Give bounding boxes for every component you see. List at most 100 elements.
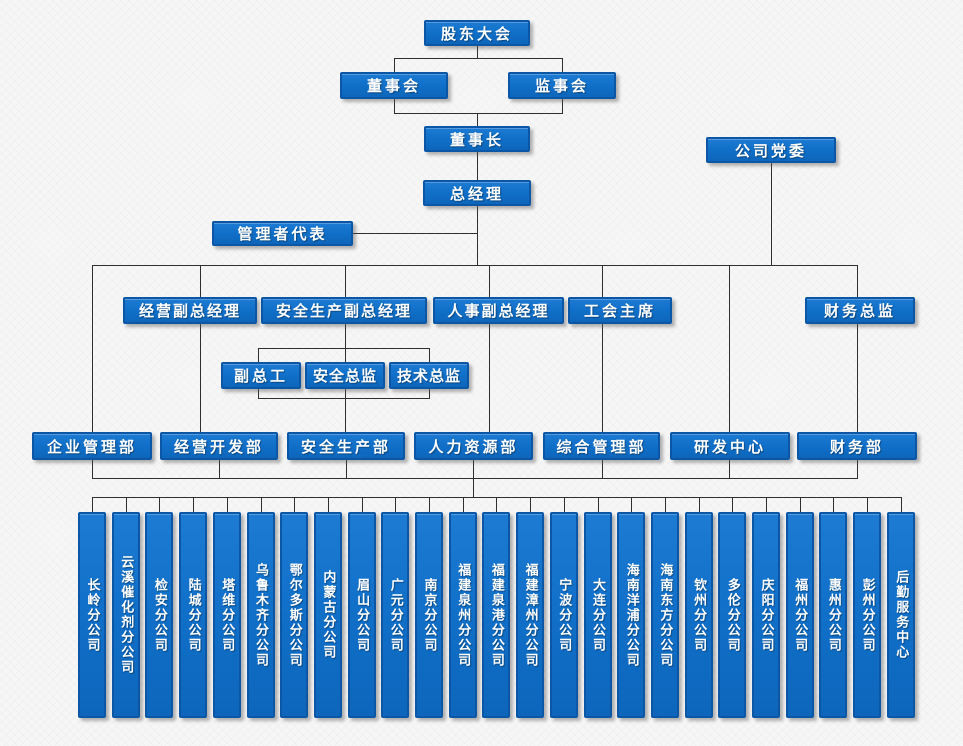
node-vp-hr: 人事副总经理 [433, 297, 564, 324]
connector-line [477, 113, 478, 127]
node-branch-10: 广元分公司 [381, 512, 410, 718]
node-branch-11: 南京分公司 [415, 512, 443, 718]
connector-line [327, 497, 329, 513]
node-branch-19: 钦州分公司 [684, 512, 713, 718]
node-dept-business-development: 经营开发部 [160, 432, 278, 460]
node-branch-24: 彭州分公司 [853, 512, 882, 718]
node-branch-4: 陆城分公司 [179, 512, 208, 718]
connector-line [429, 497, 430, 513]
connector-line [799, 497, 801, 513]
node-board-of-directors: 董事会 [340, 72, 448, 99]
connector-line [477, 206, 478, 266]
node-branch-15: 宁波分公司 [549, 512, 578, 718]
node-branch-3: 检安分公司 [145, 512, 174, 718]
connector-line [473, 460, 474, 479]
connector-line [602, 460, 603, 479]
connector-line [900, 497, 902, 513]
node-dept-safety-production: 安全生产部 [287, 432, 405, 460]
connector-line [394, 58, 563, 59]
connector-line [294, 497, 296, 513]
connector-line [394, 99, 395, 114]
node-safety-director: 安全总监 [305, 362, 385, 389]
node-branch-5: 塔维分公司 [212, 512, 241, 718]
node-branch-18: 海南东方分公司 [650, 512, 679, 718]
node-branch-6: 乌鲁木齐分公司 [246, 512, 275, 718]
node-dept-general-management: 综合管理部 [543, 432, 660, 460]
node-shareholders-meeting: 股东大会 [424, 20, 530, 46]
node-branch-1: 长岭分公司 [78, 512, 106, 718]
connector-line [394, 58, 395, 73]
connector-line [361, 497, 363, 513]
connector-line [602, 265, 603, 433]
node-party-committee: 公司党委 [706, 137, 836, 163]
connector-line [125, 497, 127, 513]
connector-line [857, 460, 858, 479]
connector-line [489, 265, 490, 433]
node-dept-finance: 财务部 [797, 432, 917, 460]
node-branch-9: 眉山分公司 [347, 512, 376, 718]
node-branch-23: 惠州分公司 [819, 512, 848, 718]
connector-line [597, 497, 599, 513]
node-deputy-chief-engineer: 副总工 [221, 362, 301, 389]
connector-line [92, 478, 858, 479]
node-general-manager: 总经理 [423, 180, 531, 206]
node-branch-22: 福州分公司 [785, 512, 814, 718]
connector-line [530, 497, 532, 513]
connector-line [193, 497, 195, 513]
connector-line [729, 460, 730, 479]
connector-line [698, 497, 700, 513]
connector-line [159, 497, 161, 513]
connector-line [473, 478, 474, 498]
node-technology-director: 技术总监 [389, 362, 469, 389]
connector-line [562, 99, 563, 114]
connector-line [496, 497, 498, 513]
node-branch-12: 福建泉州分公司 [448, 512, 477, 718]
connector-line [92, 460, 93, 479]
connector-line [260, 497, 262, 513]
node-branch-8: 内蒙古分公司 [313, 512, 342, 718]
node-branch-25: 后勤服务中心 [886, 512, 915, 718]
connector-line [92, 497, 93, 513]
connector-line [771, 163, 772, 266]
node-branch-13: 福建泉港分公司 [482, 512, 511, 718]
node-rd-center: 研发中心 [670, 432, 790, 460]
node-dept-enterprise-management: 企业管理部 [32, 432, 152, 460]
connector-line [857, 265, 858, 433]
connector-line [92, 265, 93, 433]
connector-line [729, 265, 730, 433]
connector-line [562, 58, 563, 73]
node-finance-director: 财务总监 [805, 297, 915, 324]
node-union-chairman: 工会主席 [568, 297, 672, 324]
node-branch-20: 多伦分公司 [718, 512, 747, 718]
node-management-representative: 管理者代表 [212, 221, 353, 246]
node-branch-14: 福建漳州分公司 [516, 512, 545, 718]
connector-line [664, 497, 666, 513]
node-branch-17: 海南洋浦分公司 [617, 512, 646, 718]
connector-line [631, 497, 633, 513]
connector-line [394, 113, 563, 114]
connector-line [732, 497, 734, 513]
connector-line [200, 265, 201, 433]
node-vp-safety-production: 安全生产副总经理 [261, 297, 427, 324]
connector-line [462, 497, 464, 513]
connector-line [345, 265, 346, 433]
connector-line [92, 265, 858, 266]
connector-line [477, 151, 478, 181]
node-chairman: 董事长 [424, 126, 530, 152]
connector-line [226, 497, 228, 513]
connector-line [867, 497, 869, 513]
node-dept-human-resources: 人力资源部 [414, 432, 533, 460]
node-branch-21: 庆阳分公司 [752, 512, 780, 718]
node-branch-2: 云溪催化剂分公司 [111, 512, 140, 718]
node-supervisory-board: 监事会 [508, 72, 616, 99]
connector-line [219, 460, 220, 479]
node-branch-7: 鄂尔多斯分公司 [280, 512, 309, 718]
connector-line [353, 233, 478, 234]
node-branch-16: 大连分公司 [583, 512, 612, 718]
connector-line [395, 497, 397, 513]
connector-line [346, 460, 347, 479]
connector-line [766, 497, 767, 513]
connector-line [477, 45, 478, 59]
connector-line [833, 497, 835, 513]
